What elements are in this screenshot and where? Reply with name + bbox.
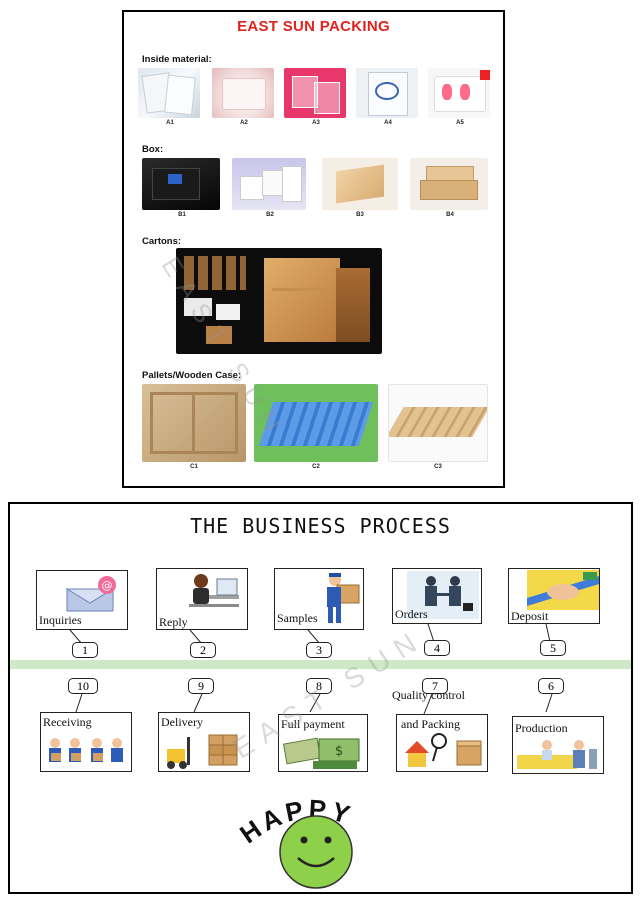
caption-b4: B4 — [446, 212, 454, 218]
image-a5 — [428, 68, 490, 118]
step-label-receiving: Receiving — [43, 715, 92, 729]
business-process-panel: THE BUSINESS PROCESS @ Inquiries Reply — [8, 502, 633, 894]
office-worker-icon — [189, 574, 239, 607]
image-b2 — [232, 158, 306, 210]
step-card-samples: Samples — [274, 568, 364, 630]
catalog-title: EAST SUN PACKING — [237, 18, 390, 35]
step-card-quality-packing: and Packing — [396, 714, 488, 772]
caption-a2: A2 — [240, 120, 248, 126]
step-number-4: 4 — [424, 640, 450, 656]
workers-boxes-icon — [49, 738, 123, 762]
connectors-row2 — [75, 693, 553, 713]
step-card-full-payment: Full payment $ — [278, 714, 368, 772]
step-number-6: 6 — [538, 678, 564, 694]
caption-b2: B2 — [266, 212, 274, 218]
image-b3 — [322, 158, 398, 210]
step-card-orders: Orders — [392, 568, 482, 624]
step-number-1: 1 — [72, 642, 98, 658]
step-label-inquiries: Inquiries — [39, 613, 82, 627]
image-cartons — [176, 248, 382, 354]
smiley-face-icon — [279, 815, 353, 889]
caption-a5: A5 — [456, 120, 464, 126]
factory-workers-icon — [517, 740, 597, 769]
image-b4 — [410, 158, 488, 210]
house-magnifier-box-icon — [405, 733, 482, 767]
section-box: Box: — [142, 144, 164, 155]
image-c3 — [388, 384, 488, 462]
step-card-production: Production — [512, 716, 604, 774]
delivery-man-box-icon — [327, 573, 360, 623]
step-label-samples: Samples — [277, 611, 318, 625]
caption-c2: C2 — [312, 464, 320, 470]
caption-a4: A4 — [384, 120, 392, 126]
image-c1 — [142, 384, 246, 462]
section-pallets: Pallets/Wooden Case: — [142, 370, 242, 381]
svg-text:$: $ — [335, 744, 343, 759]
connector-step7 — [423, 693, 433, 715]
image-c2 — [254, 384, 378, 462]
happy-smiley-graphic: HAPPY — [234, 794, 353, 889]
email-envelope-icon: @ — [65, 576, 116, 612]
step-number-5: 5 — [540, 640, 566, 656]
image-a1 — [138, 68, 200, 118]
inside-material-row: A1 A2 A3 A4 A5 — [138, 68, 493, 130]
caption-b3: B3 — [356, 212, 364, 218]
step-label-production: Production — [515, 721, 568, 735]
svg-text:@: @ — [102, 579, 113, 592]
caption-a3: A3 — [312, 120, 320, 126]
step-number-8: 8 — [306, 678, 332, 694]
step-number-3: 3 — [306, 642, 332, 658]
section-inside-material: Inside material: — [142, 54, 212, 65]
packing-catalog-panel: EAST SUN PACKING Inside material: A1 A2 … — [122, 10, 505, 488]
step-card-reply: Reply — [156, 568, 248, 630]
image-a2 — [212, 68, 274, 118]
step-label-quality-control: Quality control — [392, 688, 465, 702]
step-label-and-packing: and Packing — [401, 717, 460, 731]
step-card-inquiries: @ Inquiries — [36, 570, 128, 630]
process-divider-band — [10, 660, 631, 669]
caption-c3: C3 — [434, 464, 442, 470]
connectors-row1 — [69, 623, 551, 645]
image-a3 — [284, 68, 346, 118]
step-number-10: 10 — [68, 678, 98, 694]
caption-b1: B1 — [178, 212, 186, 218]
step-label-deposit: Deposit — [511, 609, 549, 623]
step-number-9: 9 — [188, 678, 214, 694]
box-row: B1 B2 B3 B4 — [138, 158, 493, 222]
caption-c1: C1 — [190, 464, 198, 470]
process-title: THE BUSINESS PROCESS — [190, 514, 451, 538]
deal-handshake-icon — [527, 570, 599, 610]
forklift-boxes-icon — [167, 734, 238, 769]
pallets-row: C1 C2 C3 — [138, 384, 493, 476]
step-label-full-payment: Full payment — [281, 717, 345, 731]
caption-a1: A1 — [166, 120, 174, 126]
step-card-deposit: Deposit — [508, 568, 600, 624]
handshake-businessmen-icon — [407, 571, 479, 619]
step-card-delivery: Delivery — [158, 712, 250, 772]
step-number-2: 2 — [190, 642, 216, 658]
image-b1 — [142, 158, 220, 210]
step-number-7: 7 — [422, 678, 448, 694]
step-card-receiving: Receiving — [40, 712, 132, 772]
step-label-reply: Reply — [159, 615, 188, 629]
image-a4 — [356, 68, 418, 118]
step-label-orders: Orders — [395, 607, 428, 621]
money-stack-icon: $ — [283, 737, 360, 769]
step-label-delivery: Delivery — [161, 715, 203, 729]
section-cartons: Cartons: — [142, 236, 182, 247]
